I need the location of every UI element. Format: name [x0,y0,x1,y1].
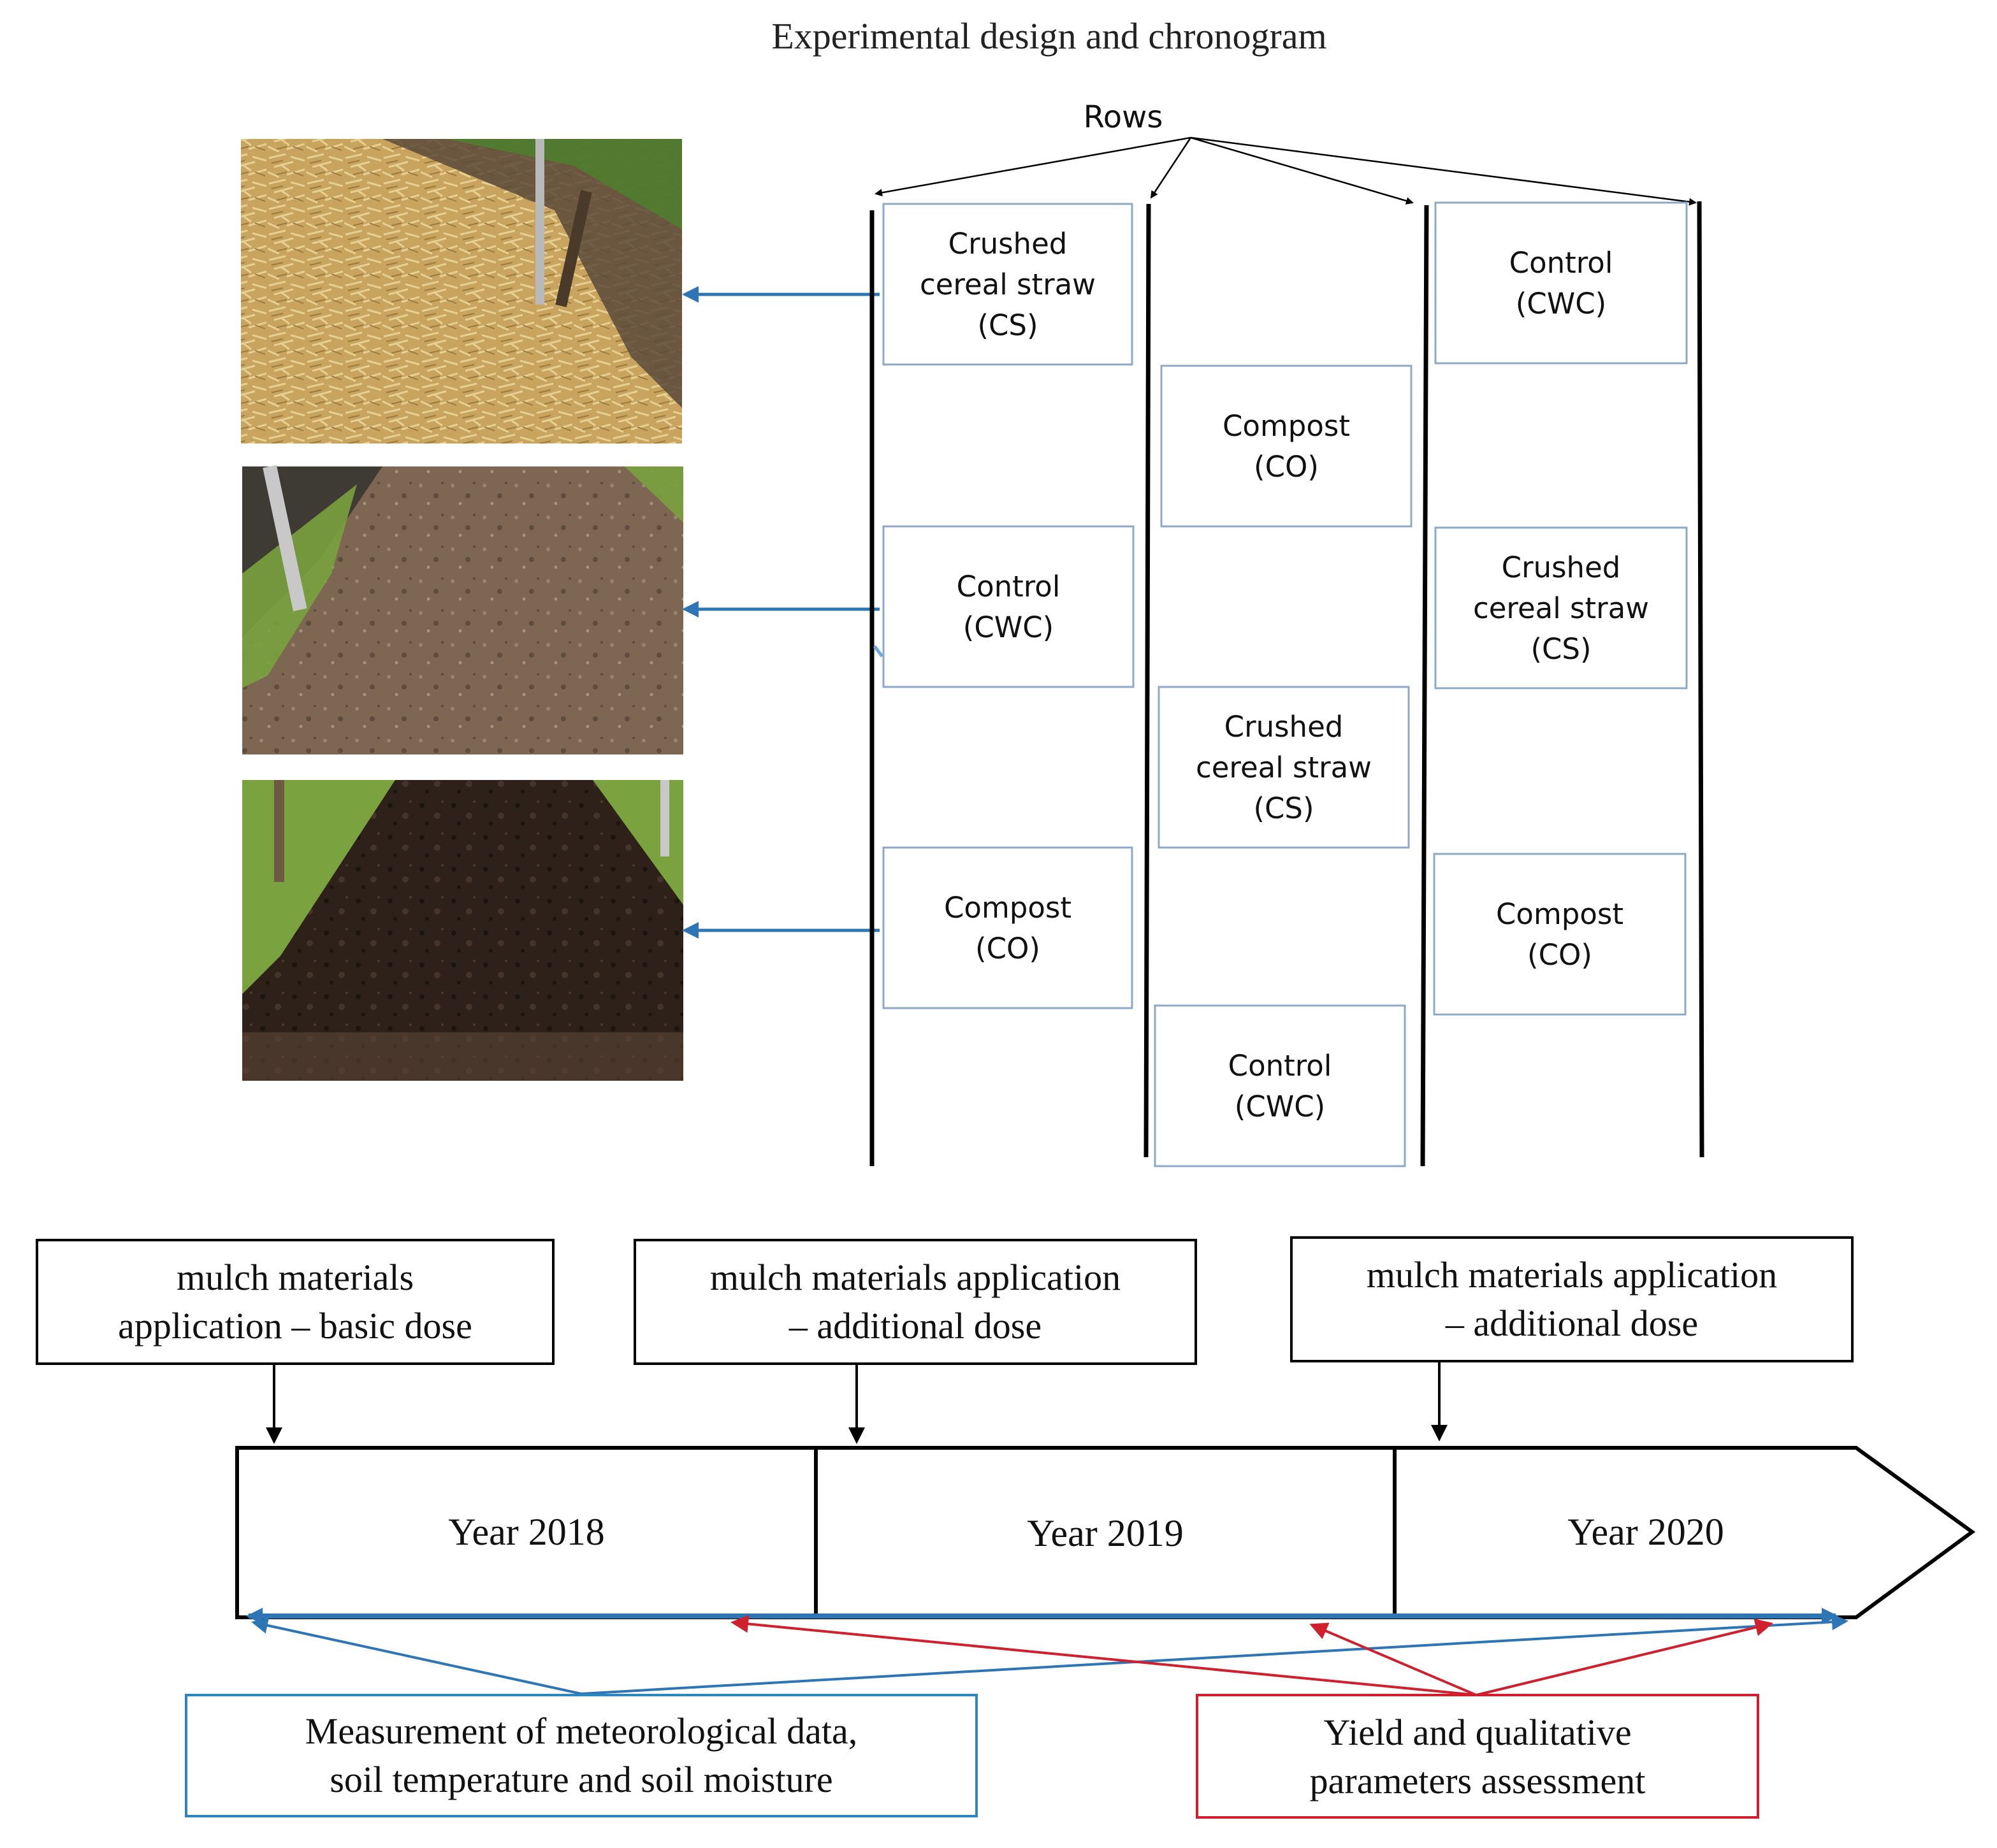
measurement-pointers [251,1613,1848,1695]
plot-label-row1-1-line-2: cereal straw [920,268,1096,301]
rows-label: Rows [1084,99,1163,135]
plot-label-row3-2-line-3: (CS) [1530,632,1591,666]
plot-label-row3-1-line-1: Control [1509,246,1613,280]
diagram-title: Experimental design and chronogram [771,15,1326,57]
yield-line-1: Yield and qualitative [1323,1712,1631,1753]
application-arrows [266,1362,1448,1444]
plot-label-row2-3-line-2: (CWC) [1235,1090,1325,1123]
plot-label-row2-2-line-3: (CS) [1253,791,1314,825]
yield-line-2: parameters assessment [1310,1760,1646,1801]
plot-label-row2-2-line-2: cereal straw [1196,751,1372,784]
timeline: Year 2018 Year 2019 Year 2020 [235,1446,1976,1619]
year-2020-label: Year 2020 [1567,1511,1724,1553]
application-1-line-2: application – basic dose [118,1305,472,1346]
plot-box-row3-1: Control (CWC) [1434,201,1688,365]
plot-label-row2-1-line-1: Compost [1223,409,1350,443]
plot-label-row2-1-line-2: (CO) [1254,450,1319,484]
application-2-line-2: – additional dose [788,1305,1042,1346]
plot-box-row3-2: Crushed cereal straw (CS) [1434,526,1688,689]
plot-label-row3-3-line-1: Compost [1496,897,1623,931]
measurement-box: Measurement of meteorological data, soil… [185,1694,978,1817]
measurement-line-2: soil temperature and soil moisture [330,1759,832,1800]
row-line-3 [1420,205,1429,1167]
plot-label-row3-3-line-2: (CO) [1527,938,1592,972]
plot-box-row2-2: Crushed cereal straw (CS) [1158,686,1410,849]
plot-box-row1-3: Compost (CO) [882,846,1133,1009]
plot-label-row1-2-line-1: Control [957,570,1061,603]
plot-box-row3-3: Compost (CO) [1433,853,1687,1016]
plot-boxes: Crushed cereal straw (CS) Control (CWC) Compo… [882,201,1688,1167]
photo-crushed-cereal-straw [241,139,682,444]
plot-box-row2-1: Compost (CO) [1160,365,1412,528]
application-box-3: mulch materials application – additional … [1290,1236,1854,1362]
plot-label-row3-2-line-2: cereal straw [1473,591,1649,625]
yield-pointers [730,1615,1773,1696]
plot-label-row1-1-line-3: (CS) [977,308,1038,342]
photo-control [242,465,683,754]
row-line-4 [1697,201,1704,1158]
row-line-2 [1144,203,1151,1158]
plot-label-row1-3-line-1: Compost [944,891,1071,925]
application-1-line-1: mulch materials [177,1257,414,1298]
yield-box: Yield and qualitative parameters assessm… [1196,1694,1759,1819]
rows-pointer-arrows [875,136,1697,206]
plot-box-row1-2: Control (CWC) [882,525,1135,688]
application-2-line-1: mulch materials application [710,1257,1121,1298]
plot-box-row2-3: Control (CWC) [1154,1004,1406,1167]
application-3-line-1: mulch materials application [1367,1254,1777,1296]
plot-box-row1-1: Crushed cereal straw (CS) [882,203,1133,366]
measurement-line-1: Measurement of meteorological data, [305,1710,857,1752]
year-2018-label: Year 2018 [448,1511,605,1553]
plot-label-row3-1-line-2: (CWC) [1516,287,1606,321]
plot-label-row1-2-line-2: (CWC) [963,610,1054,644]
application-3-line-2: – additional dose [1445,1303,1698,1344]
small-blue-tick [873,645,883,658]
application-box-1: mulch materials application – basic dose [36,1239,555,1365]
application-box-2: mulch materials application – additional … [634,1239,1197,1365]
plot-label-row1-3-line-2: (CO) [975,932,1040,965]
plot-label-row2-3-line-1: Control [1228,1049,1332,1083]
plot-label-row2-2-line-1: Crushed [1224,710,1344,744]
plot-label-row1-1-line-1: Crushed [948,227,1068,261]
photo-compost [242,780,683,1081]
vine-rows [869,201,1704,1167]
plot-label-row3-2-line-1: Crushed [1502,551,1621,584]
year-2019-label: Year 2019 [1027,1512,1184,1554]
